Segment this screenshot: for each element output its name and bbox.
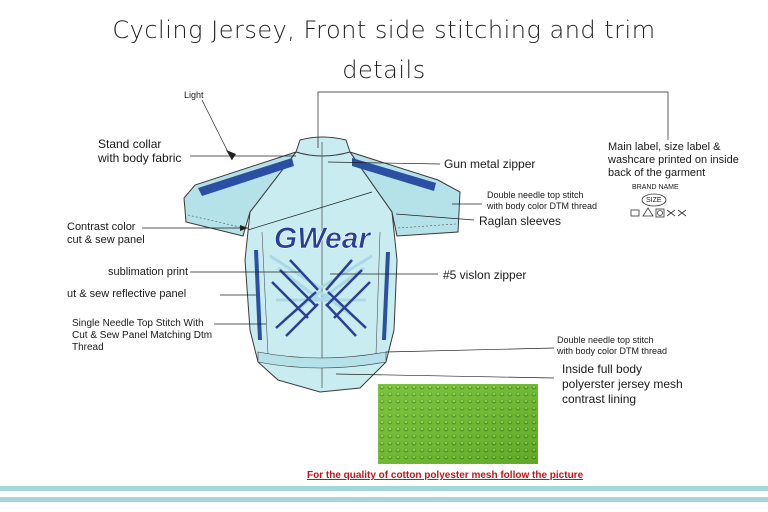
label-vislon-zipper: #5 vislon zipper — [443, 268, 527, 282]
label-main-label-2: washcare printed on inside — [608, 154, 739, 166]
label-reflective-panel: ut & sew reflective panel — [67, 288, 187, 300]
label-inside-lining-1: Inside full body — [562, 362, 643, 376]
leader-double-needle-2 — [385, 347, 555, 353]
label-main-label-3: back of the garment — [608, 167, 706, 179]
left-shoulder-stripe — [198, 158, 294, 196]
leader-light — [201, 99, 233, 161]
label-contrast-color-1: Contrast color — [67, 221, 136, 233]
footer-stripes — [0, 486, 768, 502]
hem-band — [257, 351, 387, 369]
leader-raglan — [395, 213, 475, 221]
label-light: Light — [184, 90, 204, 100]
sublimation-print-dark — [271, 259, 371, 337]
leader-diagonal — [247, 191, 373, 231]
label-single-needle-2: Cut & Sew Panel Matching Dtm — [72, 330, 213, 341]
label-main-label-1: Main label, size label & — [608, 141, 721, 153]
label-single-needle-1: Single Needle Top Stitch With — [72, 318, 204, 329]
label-double-needle-1a: Double needle top stitch — [487, 190, 584, 200]
label-double-needle-2b: with body color DTM thread — [557, 346, 668, 356]
label-stand-collar-1: Stand collar — [98, 137, 162, 151]
diagram-title-line-2: details — [342, 56, 426, 84]
label-raglan-sleeves: Raglan sleeves — [479, 214, 562, 228]
label-inside-lining-2: polyerster jersey mesh — [562, 377, 683, 391]
leader-inside-lining — [335, 373, 555, 379]
label-sublimation-print: sublimation print — [108, 266, 189, 278]
left-reflective-panel — [254, 250, 262, 340]
mesh-quality-note: For the quality of cotton polyester mesh… — [307, 470, 584, 481]
mesh-swatch — [378, 384, 538, 464]
label-inside-lining-3: contrast lining — [562, 392, 637, 406]
brand-logo: GWear — [274, 222, 372, 255]
label-size: SIZE — [646, 197, 662, 204]
label-contrast-color-2: cut & sew panel — [67, 234, 145, 246]
leader-main-label — [317, 91, 669, 148]
label-gun-metal-zipper: Gun metal zipper — [444, 157, 536, 171]
size-tag-outline — [641, 193, 667, 207]
label-double-needle-1b: with body color DTM thread — [487, 201, 598, 211]
right-shoulder-stripe — [352, 158, 436, 191]
label-brand-name: BRAND NAME — [632, 184, 679, 191]
washcare-icons — [630, 207, 687, 218]
label-single-needle-3: Thread — [72, 342, 104, 353]
diagram-title: Cycling Jersey, Front side stitching and… — [112, 16, 656, 44]
leader-gun-metal-zipper — [327, 161, 441, 165]
label-double-needle-2a: Double needle top stitch — [557, 335, 654, 345]
label-stand-collar-2: with body fabric — [98, 151, 182, 165]
stand-collar — [295, 136, 351, 157]
